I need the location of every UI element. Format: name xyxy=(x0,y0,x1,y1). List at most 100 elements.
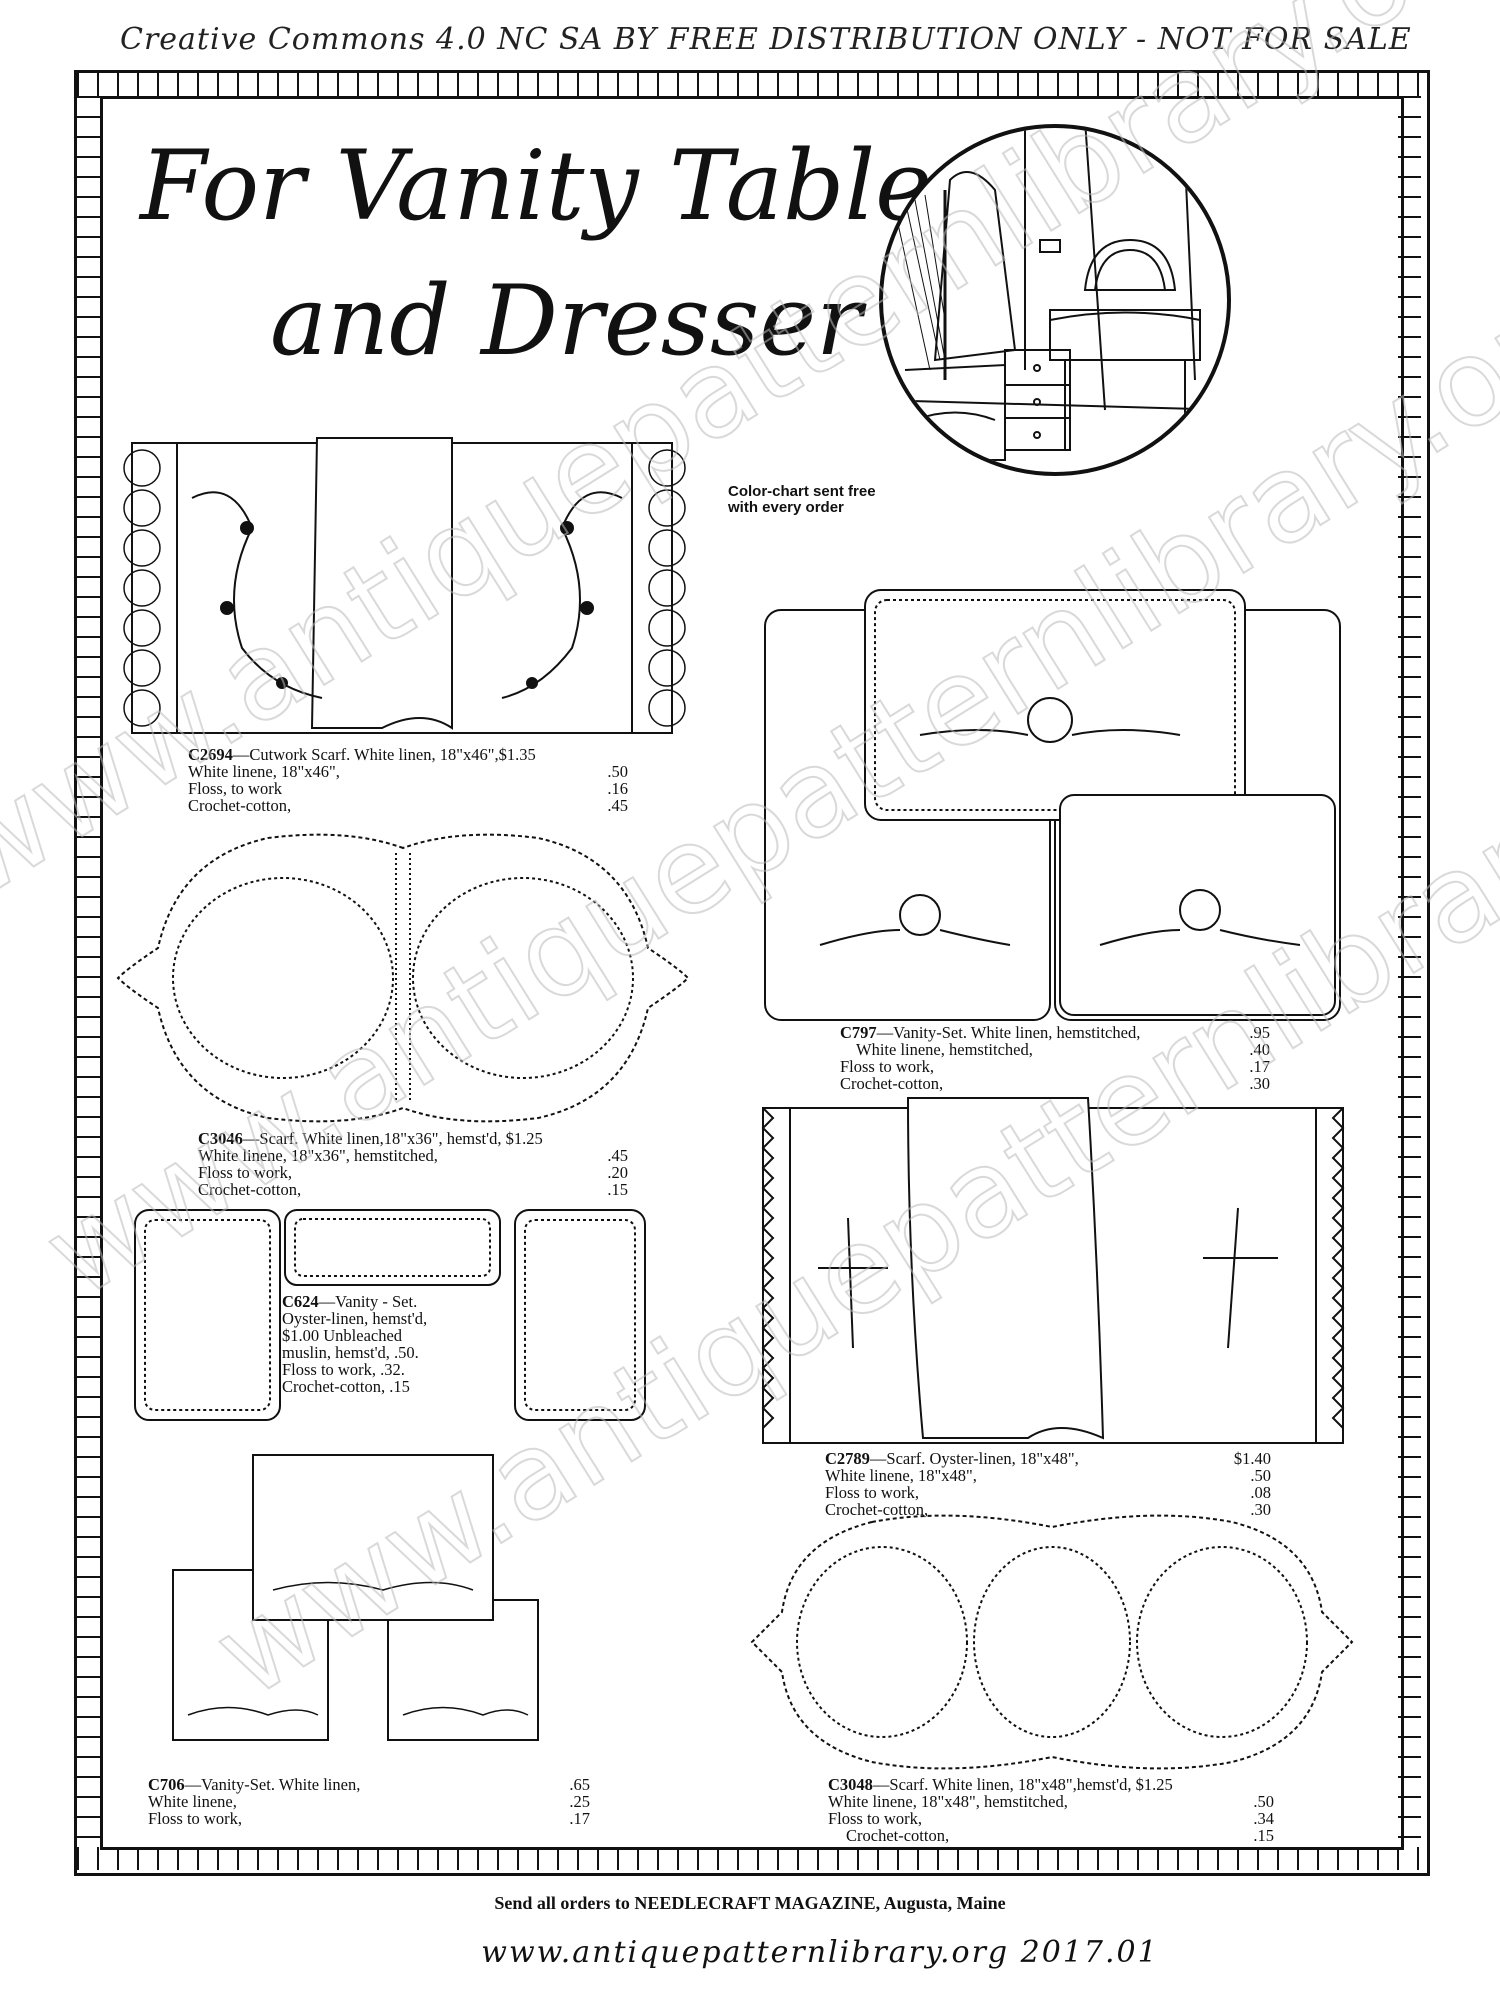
c797-vanity-set-illustration xyxy=(764,589,1341,1021)
item-price: .25 xyxy=(569,1792,590,1811)
item-price: .65 xyxy=(569,1775,590,1794)
item-price: .50 xyxy=(1250,1466,1271,1485)
item-price: .15 xyxy=(1253,1826,1274,1845)
border-ticks-bottom xyxy=(77,1847,1421,1870)
border-ticks-right xyxy=(1398,96,1421,1847)
caption-line: C3046—Scarf. White linen,18"x36", hemst'… xyxy=(198,1130,628,1147)
item-desc: Crochet-cotton, xyxy=(825,1500,929,1519)
item-desc: Floss to work, xyxy=(148,1809,242,1828)
item-price: .45 xyxy=(607,1146,628,1165)
item-desc: Crochet-cotton, xyxy=(846,1826,950,1845)
item-desc: Floss, to work xyxy=(188,779,282,798)
c3048-caption: C3048—Scarf. White linen, 18"x48",hemst'… xyxy=(828,1776,1274,1844)
caption-line: White linene, 18"x36", hemstitched, .45 xyxy=(198,1147,628,1164)
caption-line: muslin, hemst'd, .50. xyxy=(282,1343,419,1362)
item-desc: Crochet-cotton, xyxy=(198,1180,302,1199)
c3046-scarf-illustration xyxy=(116,833,690,1123)
caption-line: C797—Vanity-Set. White linen, hemstitche… xyxy=(840,1024,1270,1041)
item-code: C624 xyxy=(282,1292,319,1311)
c624-caption: C624—Vanity - Set. Oyster-linen, hemst'd… xyxy=(282,1293,502,1395)
item-code: C3046 xyxy=(198,1129,243,1148)
c2789-scarf-illustration xyxy=(761,1097,1345,1444)
caption-line: C3048—Scarf. White linen, 18"x48",hemst'… xyxy=(828,1776,1274,1793)
caption-line: Floss to work, .08 xyxy=(825,1484,1271,1501)
c2694-caption: C2694—Cutwork Scarf. White linen, 18"x46… xyxy=(188,746,628,814)
item-price: .30 xyxy=(1249,1074,1270,1093)
caption-line: Floss to work, .20 xyxy=(198,1164,628,1181)
item-price: .34 xyxy=(1253,1809,1274,1828)
caption-line: C2789—Scarf. Oyster-linen, 18"x48", $1.40 xyxy=(825,1450,1271,1467)
item-desc: Floss to work, xyxy=(840,1057,934,1076)
c2694-scarf-illustration xyxy=(123,437,686,734)
caption-line: Floss to work, .17 xyxy=(148,1810,590,1827)
item-price: .08 xyxy=(1250,1483,1271,1502)
caption-line: Crochet-cotton, .15 xyxy=(828,1827,1274,1844)
item-price: $1.40 xyxy=(1233,1449,1271,1468)
item-price: .17 xyxy=(569,1809,590,1828)
item-desc: White linene, 18"x48", xyxy=(825,1466,977,1485)
caption-line: Crochet-cotton, .15 xyxy=(198,1181,628,1198)
item-code: C797 xyxy=(840,1023,877,1042)
caption-line: Crochet-cotton,.45 xyxy=(188,797,628,814)
item-desc: White linene, 18"x36", hemstitched, xyxy=(198,1146,438,1165)
c2789-caption: C2789—Scarf. Oyster-linen, 18"x48", $1.40… xyxy=(825,1450,1271,1518)
c706-vanity-set-illustration xyxy=(172,1454,539,1741)
c3046-caption: C3046—Scarf. White linen,18"x36", hemst'… xyxy=(198,1130,628,1198)
border-ticks-left xyxy=(77,96,100,1847)
item-desc: Floss to work, xyxy=(198,1163,292,1182)
caption-line: Floss to work, .32. xyxy=(282,1360,405,1379)
item-desc: White linene, hemstitched, xyxy=(856,1040,1033,1059)
item-price: .16 xyxy=(607,779,628,798)
source-url: www.antiquepatternlibrary.org 2017.01 xyxy=(481,1935,1159,1970)
item-desc: White linene, 18"x46", xyxy=(188,762,340,781)
item-price: .15 xyxy=(607,1180,628,1199)
item-code: C3048 xyxy=(828,1775,873,1794)
color-chart-note: Color-chart sent free with every order xyxy=(728,483,876,516)
item-desc: —Scarf. White linen, 18"x48",hemst'd, $1… xyxy=(872,1775,1173,1794)
item-price: .95 xyxy=(1249,1023,1270,1042)
page-border-outer xyxy=(74,70,1430,1876)
page-title-line2: and Dresser xyxy=(270,265,862,377)
caption-line: Crochet-cotton, .30 xyxy=(825,1501,1271,1518)
item-desc: —Scarf. Oyster-linen, 18"x48", xyxy=(869,1449,1079,1468)
c797-caption: C797—Vanity-Set. White linen, hemstitche… xyxy=(840,1024,1270,1092)
item-desc: —Vanity - Set. xyxy=(318,1292,418,1311)
item-desc: —Scarf. White linen,18"x36", hemst'd, $1… xyxy=(242,1129,543,1148)
caption-line: White linene, 18"x48", hemstitched, .50 xyxy=(828,1793,1274,1810)
c624-vanity-set-illustration xyxy=(134,1209,646,1421)
item-desc: Floss to work, xyxy=(825,1483,919,1502)
caption-line: C624—Vanity - Set. xyxy=(282,1293,502,1310)
caption-line: White linene, .25 xyxy=(148,1793,590,1810)
item-desc: —Vanity-Set. White linen, xyxy=(184,1775,361,1794)
c3048-scarf-illustration xyxy=(750,1514,1354,1770)
item-desc: White linene, xyxy=(148,1792,237,1811)
page-title-line1: For Vanity Table xyxy=(140,130,932,242)
caption-line: White linene, 18"x48", .50 xyxy=(825,1467,1271,1484)
caption-line: Crochet-cotton, .30 xyxy=(840,1075,1270,1092)
item-desc: White linene, 18"x48", hemstitched, xyxy=(828,1792,1068,1811)
caption-line: Oyster-linen, hemst'd, xyxy=(282,1309,428,1328)
c706-caption: C706—Vanity-Set. White linen, .65 White l… xyxy=(148,1776,590,1827)
caption-line: $1.00 Unbleached xyxy=(282,1326,403,1345)
caption-line: Floss to work, .34 xyxy=(828,1810,1274,1827)
item-price: .50 xyxy=(1253,1792,1274,1811)
caption-line: White linene, hemstitched, .40 xyxy=(840,1041,1270,1058)
caption-line: White linene, 18"x46", .50 xyxy=(188,763,628,780)
caption-line: C2694—Cutwork Scarf. White linen, 18"x46… xyxy=(188,746,628,763)
license-text: Creative Commons 4.0 NC SA BY FREE DISTR… xyxy=(120,22,1412,57)
item-price: .50 xyxy=(607,762,628,781)
caption-line: Floss, to work .16 xyxy=(188,780,628,797)
item-desc: —Vanity-Set. White linen, hemstitched, xyxy=(876,1023,1141,1042)
caption-line: Crochet-cotton, .15 xyxy=(282,1377,410,1396)
item-price: .40 xyxy=(1249,1040,1270,1059)
item-desc: Floss to work, xyxy=(828,1809,922,1828)
item-price: .30 xyxy=(1250,1500,1271,1519)
item-price: .20 xyxy=(607,1163,628,1182)
item-desc: Crochet-cotton, xyxy=(840,1074,944,1093)
item-code: C2694 xyxy=(188,745,233,764)
item-desc: —Cutwork Scarf. White linen, 18"x46",$1.… xyxy=(232,745,536,764)
item-code: C2789 xyxy=(825,1449,870,1468)
item-desc: Crochet-cotton, xyxy=(188,796,292,815)
order-address: Send all orders to NEEDLECRAFT MAGAZINE,… xyxy=(494,1893,1006,1913)
item-code: C706 xyxy=(148,1775,185,1794)
